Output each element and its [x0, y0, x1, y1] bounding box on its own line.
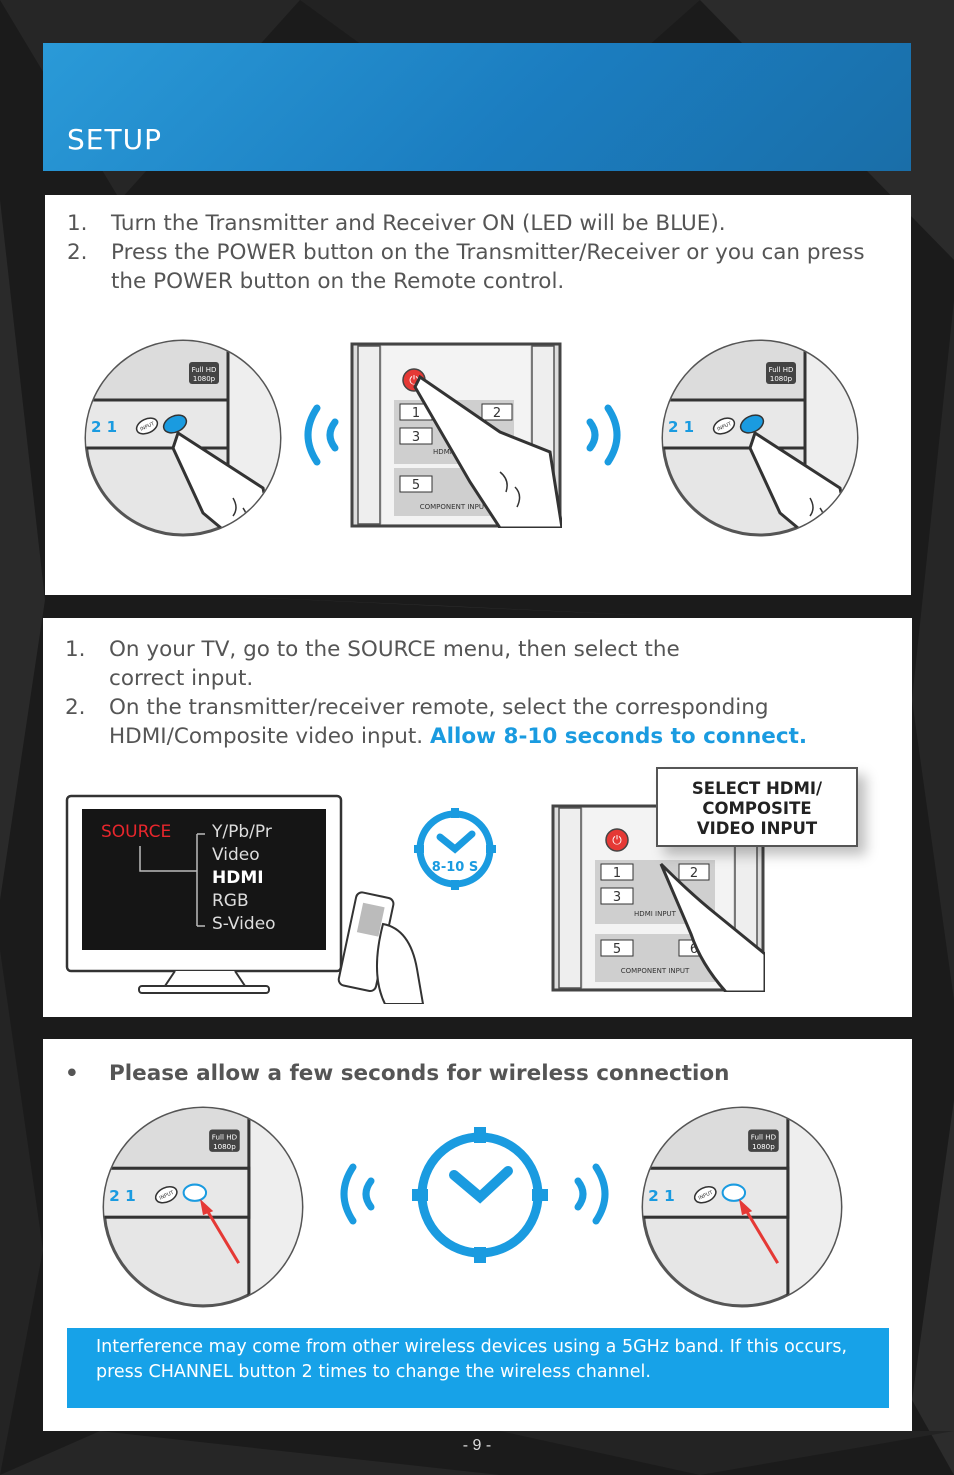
svg-text:5: 5 [412, 478, 420, 493]
source-option-selected: HDMI [212, 868, 264, 888]
connect-time-highlight: Allow 8-10 seconds to connect. [429, 724, 808, 749]
svg-text:1080p: 1080p [752, 1142, 775, 1151]
svg-text:Full HD: Full HD [751, 1133, 777, 1142]
source-option: S-Video [212, 914, 276, 934]
wireless-signal-icon [574, 1163, 609, 1225]
svg-text:1080p: 1080p [213, 1142, 236, 1151]
source-option: RGB [212, 891, 249, 911]
interference-note: Interference may come from other wireles… [67, 1328, 889, 1408]
select-input-callout: SELECT HDMI/ COMPOSITE VIDEO INPUT [656, 767, 858, 847]
svg-text:⏻: ⏻ [612, 833, 622, 847]
tv-illustration: SOURCE Y/Pb/Pr Video HDMI RGB S-Video [65, 794, 425, 1004]
svg-text:⏻: ⏻ [409, 373, 419, 387]
source-option: Y/Pb/Pr [211, 822, 272, 842]
step-item: 1.On your TV, go to the SOURCE menu, the… [65, 637, 680, 691]
transmitter-device-illustration: Full HD 1080p 2 1 INPUT [102, 1106, 304, 1308]
source-select-panel: 1.On your TV, go to the SOURCE menu, the… [43, 618, 912, 1017]
source-option: Video [212, 845, 260, 865]
power-steps-list: 1.Turn the Transmitter and Receiver ON (… [67, 209, 897, 296]
wireless-connection-panel: • Please allow a few seconds for wireles… [43, 1039, 912, 1431]
channel-indicator: 2 1 [648, 1187, 675, 1205]
channel-indicator: 2 1 [109, 1187, 136, 1205]
step-item: 1.Turn the Transmitter and Receiver ON (… [67, 211, 726, 236]
source-steps-list: 1.On your TV, go to the SOURCE menu, the… [65, 635, 900, 751]
svg-text:1080p: 1080p [193, 375, 216, 383]
svg-text:1080p: 1080p [770, 375, 793, 383]
receiver-device-illustration: Full HD 1080p 2 1 INPUT [661, 339, 859, 537]
receiver-device-illustration: Full HD 1080p 2 1 INPUT [641, 1106, 843, 1308]
timer-icon: 8-10 S [414, 808, 496, 890]
svg-text:2: 2 [690, 866, 698, 881]
svg-text:5: 5 [613, 942, 621, 957]
clock-icon [412, 1127, 548, 1263]
timer-label: 8-10 S [432, 860, 478, 875]
page-title: SETUP [67, 123, 162, 156]
full-hd-badge-text: Full HD [192, 366, 217, 374]
wireless-signal-icon [586, 404, 621, 466]
step-item: 2.On the transmitter/receiver remote, se… [65, 695, 808, 749]
wireless-signal-icon [304, 404, 339, 466]
svg-text:6: 6 [690, 942, 698, 957]
channel-indicator: 2 1 [668, 418, 694, 436]
remote-control-illustration: ⏻ 1 2 3 HDMI INPUT 5 COMPONENT INPUT [350, 342, 562, 528]
svg-text:2: 2 [493, 406, 501, 421]
svg-text:COMPONENT INPUT: COMPONENT INPUT [420, 503, 489, 511]
step-item: 2.Press the POWER button on the Transmit… [67, 240, 865, 294]
power-on-panel: 1.Turn the Transmitter and Receiver ON (… [45, 195, 911, 595]
channel-indicator: 2 1 [91, 418, 117, 436]
svg-text:COMPONENT INPUT: COMPONENT INPUT [621, 967, 690, 975]
wireless-signal-icon [340, 1163, 375, 1225]
transmitter-device-illustration: Full HD 1080p 2 1 INPUT [84, 339, 282, 537]
page-number: - 9 - [462, 1437, 492, 1454]
svg-text:HDMI INPUT: HDMI INPUT [634, 910, 677, 918]
header-banner: SETUP [43, 43, 911, 171]
svg-text:3: 3 [613, 890, 621, 905]
svg-text:3: 3 [412, 430, 420, 445]
svg-text:Full HD: Full HD [212, 1133, 238, 1142]
hand-remote-icon [337, 891, 425, 1004]
svg-text:1: 1 [412, 406, 420, 421]
svg-text:1: 1 [613, 866, 621, 881]
svg-text:Full HD: Full HD [769, 366, 794, 374]
source-menu-label: SOURCE [101, 822, 171, 842]
